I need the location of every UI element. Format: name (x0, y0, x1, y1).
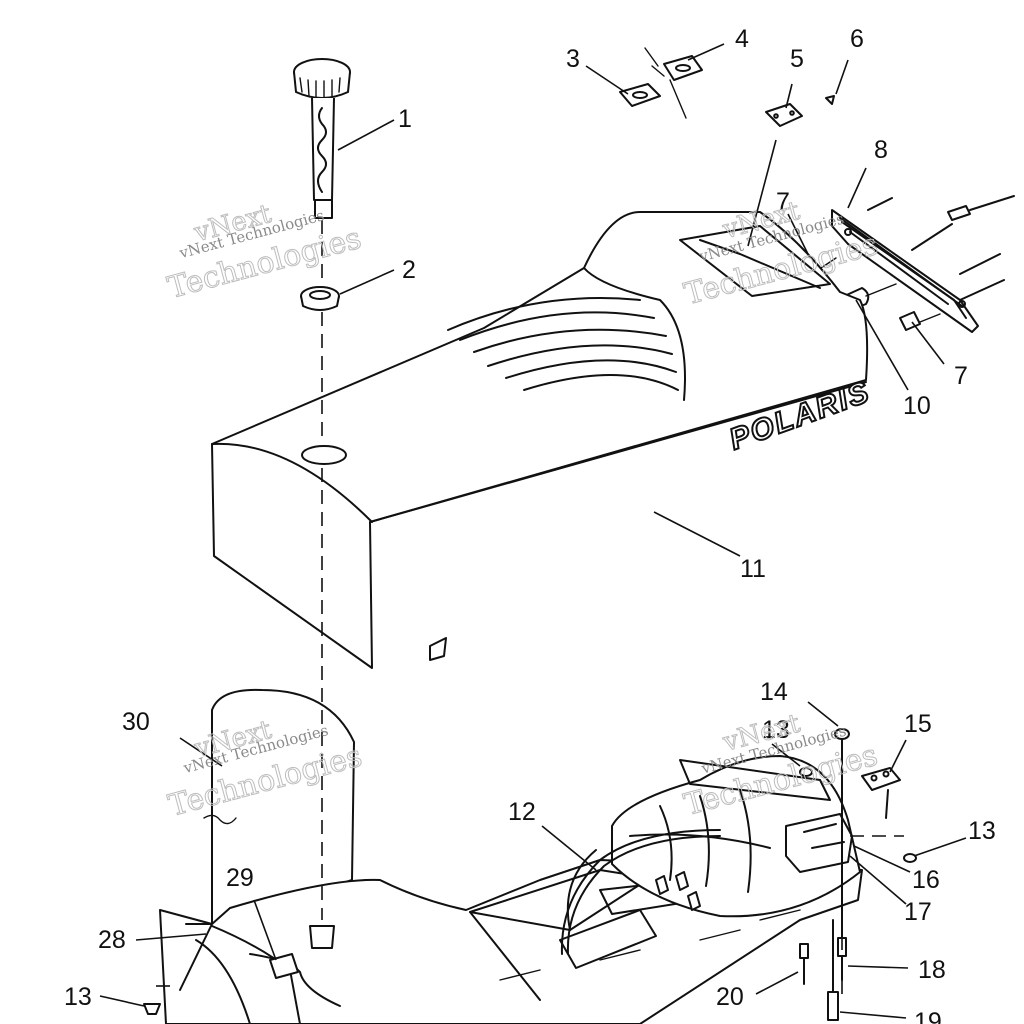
callout-11: 11 (740, 555, 766, 583)
callout-30: 30 (122, 708, 150, 736)
watermark-top-left: vNext Technologies vNext Technologies (164, 198, 366, 306)
small-plates-parts (619, 47, 835, 127)
callout-20: 20 (716, 983, 744, 1011)
callout-6: 6 (850, 25, 864, 53)
tail-section-part (611, 728, 917, 943)
callout-10: 10 (903, 392, 931, 420)
callout-19: 19 (914, 1008, 942, 1024)
callout-4: 4 (735, 25, 749, 53)
callout-5: 5 (790, 45, 804, 73)
callout-12: 12 (508, 798, 536, 826)
callout-17: 17 (904, 898, 932, 926)
tail-light-frame-part (831, 195, 1015, 333)
callout-15: 15 (904, 710, 932, 738)
callout-16: 16 (912, 866, 940, 894)
callout-13-left: 13 (64, 983, 92, 1011)
callout-18: 18 (918, 956, 946, 984)
bolts-parts (143, 919, 847, 1021)
callout-14: 14 (760, 678, 788, 706)
callout-7-upper: 7 (776, 188, 790, 216)
callout-8: 8 (874, 136, 888, 164)
leader-lines (99, 43, 967, 1019)
callout-1: 1 (398, 105, 412, 133)
callout-labels: 1 2 3 4 5 6 7 8 7 10 11 12 13 13 13 14 1… (64, 25, 996, 1024)
cable-part (560, 829, 721, 955)
callout-2: 2 (402, 256, 416, 284)
callout-29: 29 (226, 864, 254, 892)
callout-13-top: 13 (762, 716, 790, 744)
callout-3: 3 (566, 45, 580, 73)
callout-13-right: 13 (968, 817, 996, 845)
grommet-part (300, 286, 340, 311)
callout-7-lower: 7 (954, 362, 968, 390)
callout-28: 28 (98, 926, 126, 954)
fuel-cap-gauge-part (293, 58, 351, 219)
filler-neck-part (309, 925, 335, 949)
